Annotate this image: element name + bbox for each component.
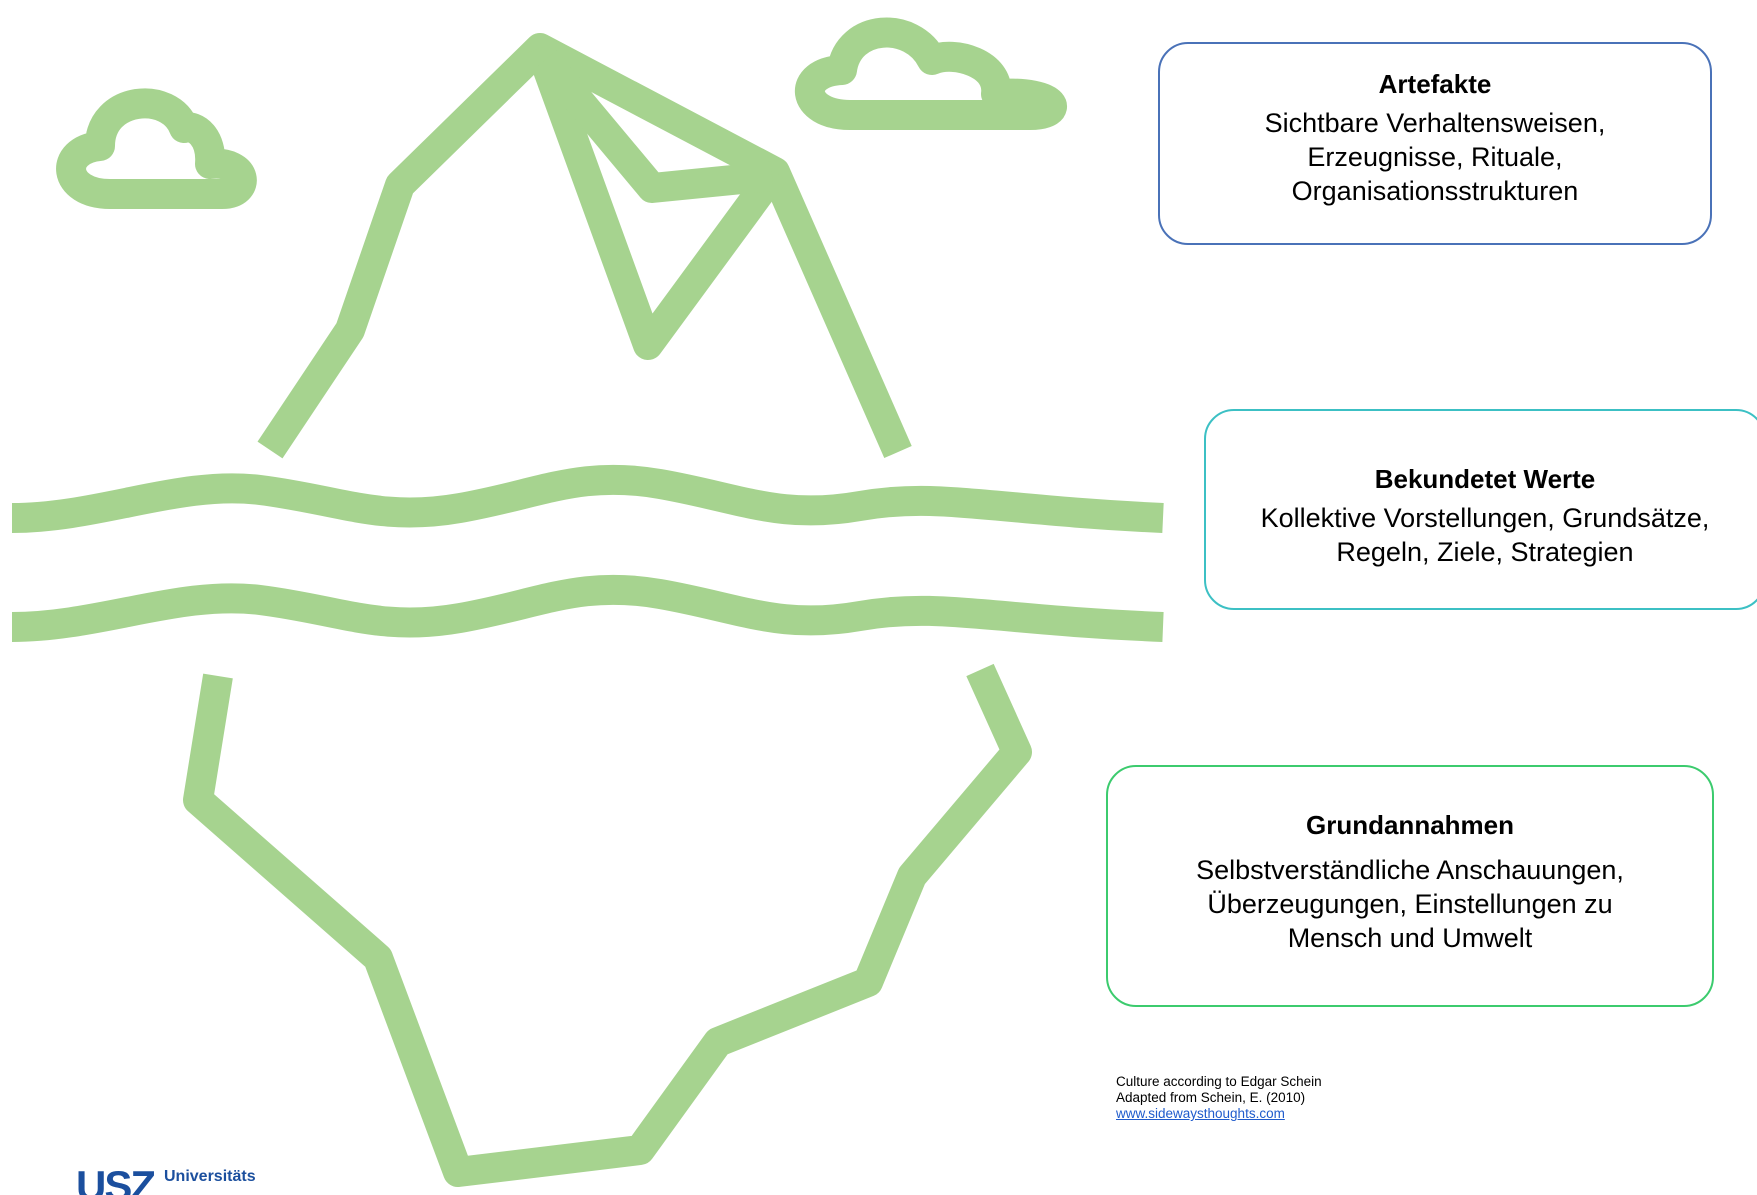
- artefakte-box: Artefakte Sichtbare Verhaltensweisen, Er…: [1158, 42, 1712, 245]
- citation-line: Adapted from Schein, E. (2010): [1116, 1090, 1306, 1105]
- cloud-icon: [56, 88, 257, 209]
- citation: Culture according to Edgar Schein Adapte…: [1116, 1074, 1322, 1122]
- iceberg-ridge-icon: [525, 42, 788, 360]
- logo-text: Universitäts: [164, 1168, 256, 1185]
- grundannahmen-line: Überzeugungen, Einstellungen zu: [1207, 889, 1613, 919]
- artefakte-description: Sichtbare Verhaltensweisen, Erzeugnisse,…: [1160, 106, 1710, 208]
- water-wave-icon: [11, 574, 1164, 642]
- artefakte-line: Sichtbare Verhaltensweisen,: [1264, 108, 1606, 138]
- grundannahmen-box: Grundannahmen Selbstverständliche Anscha…: [1106, 765, 1714, 1007]
- citation-line: Culture according to Edgar Schein: [1116, 1074, 1322, 1089]
- grundannahmen-line: Selbstverständliche Anschauungen,: [1196, 855, 1624, 885]
- grundannahmen-title: Grundannahmen: [1305, 810, 1514, 840]
- artefakte-title: Artefakte: [1378, 69, 1492, 99]
- usz-logo: USZ Universitäts: [76, 1165, 256, 1195]
- water-wave-icon: [11, 464, 1164, 533]
- werte-title: Bekundetet Werte: [1374, 464, 1596, 494]
- iceberg-ridge-icon: [533, 50, 774, 203]
- logo-mark: USZ: [76, 1165, 156, 1195]
- werte-description: Kollektive Vorstellungen, Grundsätze, Re…: [1206, 501, 1757, 569]
- grundannahmen-line: Mensch und Umwelt: [1287, 923, 1533, 953]
- artefakte-line: Organisationsstrukturen: [1291, 176, 1579, 206]
- werte-line: Kollektive Vorstellungen, Grundsätze,: [1260, 503, 1710, 533]
- grundannahmen-description: Selbstverständliche Anschauungen, Überze…: [1108, 853, 1712, 955]
- werte-box: Bekundetet Werte Kollektive Vorstellunge…: [1204, 409, 1757, 610]
- iceberg-tip-icon: [257, 33, 912, 459]
- cloud-icon: [795, 17, 1067, 130]
- iceberg-base-icon: [183, 663, 1032, 1187]
- source-link[interactable]: www.sidewaysthoughts.com: [1116, 1106, 1285, 1121]
- artefakte-line: Erzeugnisse, Rituale,: [1307, 142, 1563, 172]
- werte-line: Regeln, Ziele, Strategien: [1336, 537, 1634, 567]
